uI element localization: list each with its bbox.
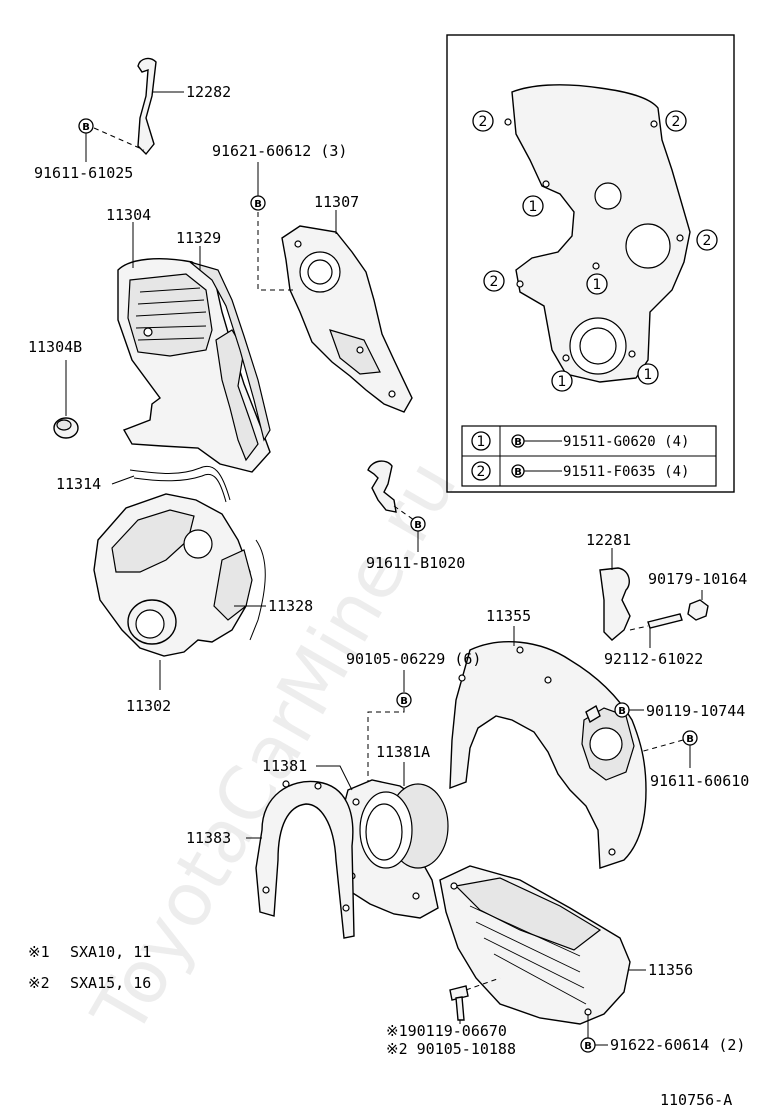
label-11329: 11329 — [176, 229, 221, 247]
svg-text:B: B — [584, 1041, 592, 1052]
diagram-id: 110756-A — [660, 1091, 732, 1109]
part-11381-retainer: 11381 — [262, 757, 449, 919]
note-mark-1: ※1 — [28, 943, 50, 961]
svg-text:B: B — [82, 122, 90, 133]
part-90179-10164-nut: 90179-10164 — [648, 570, 747, 621]
label-91611-60610: 91611-60610 — [650, 772, 749, 790]
part-11383-gasket: 11383 — [186, 780, 355, 939]
svg-text:91511-G0620 (4): 91511-G0620 (4) — [563, 434, 689, 450]
inset-callout-1: 1 — [551, 370, 573, 392]
bolt-90105-06229: 90105-06229 (6) B — [346, 650, 481, 784]
label-11356: 11356 — [648, 961, 693, 979]
svg-text:1: 1 — [644, 367, 653, 383]
inset-callout-2: 2 — [665, 110, 687, 132]
inset-callout-2: 2 — [696, 229, 718, 251]
svg-text:B: B — [414, 520, 422, 531]
svg-text:B: B — [686, 734, 694, 745]
part-12282-hook: 12282 — [137, 57, 231, 156]
label-91611-61025: 91611-61025 — [34, 164, 133, 182]
bolt-91611-60610: B 91611-60610 — [639, 730, 749, 790]
part-11355-plate: 11355 — [449, 607, 647, 869]
part-11356-cover: 11356 — [439, 865, 693, 1025]
label-92112-61022: 92112-61022 — [604, 650, 703, 668]
svg-text:B: B — [618, 706, 626, 717]
label-11307: 11307 — [314, 193, 359, 211]
label-90119-06670: ※190119-06670 — [386, 1022, 507, 1040]
svg-text:B: B — [400, 696, 408, 707]
label-11381: 11381 — [262, 757, 307, 775]
label-12281: 12281 — [586, 531, 631, 549]
label-12282: 12282 — [186, 83, 231, 101]
bolt-90119-06670: ※190119-06670 ※2 90105-10188 — [386, 977, 516, 1058]
part-11304B-plug: 11304B — [28, 338, 82, 439]
svg-text:2: 2 — [703, 233, 712, 249]
bolt-91611-61025: B 91611-61025 — [34, 118, 145, 182]
label-90179-10164: 90179-10164 — [648, 570, 747, 588]
label-90119-10744: 90119-10744 — [646, 702, 745, 720]
part-11328-seal: 11328 — [234, 597, 313, 615]
legend-row-1: 1 B 91511-G0620 (4) — [471, 431, 689, 451]
inset-callout-1: 1 — [586, 273, 608, 295]
part-11304-upper-cover: 11304 — [106, 206, 271, 473]
inset-callout-1: 1 — [637, 363, 659, 385]
part-hook-91611-B1020: B 91611-B1020 — [366, 460, 465, 572]
label-11304: 11304 — [106, 206, 151, 224]
part-11381A-seal: 11381A — [376, 743, 430, 786]
bolt-91621-60612: 91621-60612 (3) B — [212, 142, 347, 291]
bolt-91622-60614: B 91622-60614 (2) — [580, 1014, 745, 1054]
svg-text:B: B — [254, 199, 262, 210]
label-11383: 11383 — [186, 829, 231, 847]
svg-text:2: 2 — [477, 464, 486, 480]
svg-text:1: 1 — [477, 434, 486, 450]
svg-text:1: 1 — [529, 199, 538, 215]
part-11307-plate: 11307 — [281, 193, 413, 413]
part-12281-hook: 12281 — [586, 531, 631, 641]
part-11329-gasket: 11329 — [176, 229, 271, 442]
model-notes: ※1 SXA10, 11 ※2 SXA15, 16 — [28, 943, 151, 992]
label-11304B: 11304B — [28, 338, 82, 356]
label-11314: 11314 — [56, 475, 101, 493]
part-11302-lower-cover: 11302 — [93, 493, 266, 715]
bolt-90119-10744: B 90119-10744 — [585, 702, 745, 724]
svg-text:1: 1 — [593, 277, 602, 293]
note-mark-2: ※2 — [28, 974, 50, 992]
inset-panel: 2 2 1 2 2 1 1 1 1 B 91511-G0620 (4) 2 — [446, 34, 735, 493]
svg-text:2: 2 — [490, 274, 499, 290]
svg-text:91511-F0635 (4): 91511-F0635 (4) — [563, 464, 689, 480]
label-91622-60614: 91622-60614 (2) — [610, 1036, 745, 1054]
label-11328: 11328 — [268, 597, 313, 615]
svg-text:2: 2 — [479, 114, 488, 130]
label-11302: 11302 — [126, 697, 171, 715]
part-92112-61022-stud: 92112-61022 — [604, 613, 703, 668]
legend-row-2: 2 B 91511-F0635 (4) — [471, 461, 689, 481]
part-11314-seal: 11314 — [56, 466, 231, 503]
note-text-2: SXA15, 16 — [70, 974, 151, 992]
note-text-1: SXA10, 11 — [70, 943, 151, 961]
label-11381A: 11381A — [376, 743, 430, 761]
svg-text:1: 1 — [558, 374, 567, 390]
label-91611-B1020: 91611-B1020 — [366, 554, 465, 572]
label-11355: 11355 — [486, 607, 531, 625]
label-90105-10188: ※2 90105-10188 — [386, 1040, 516, 1058]
inset-cover-outline — [511, 84, 691, 383]
inset-callout-1: 1 — [522, 195, 544, 217]
svg-text:2: 2 — [672, 114, 681, 130]
svg-text:B: B — [514, 467, 522, 478]
label-90105-06229: 90105-06229 (6) — [346, 650, 481, 668]
svg-text:B: B — [514, 437, 522, 448]
inset-callout-2: 2 — [483, 270, 505, 292]
label-91621-60612: 91621-60612 (3) — [212, 142, 347, 160]
inset-legend: 1 B 91511-G0620 (4) 2 B 91511-F0635 (4) — [461, 425, 717, 487]
inset-callout-2: 2 — [472, 110, 494, 132]
